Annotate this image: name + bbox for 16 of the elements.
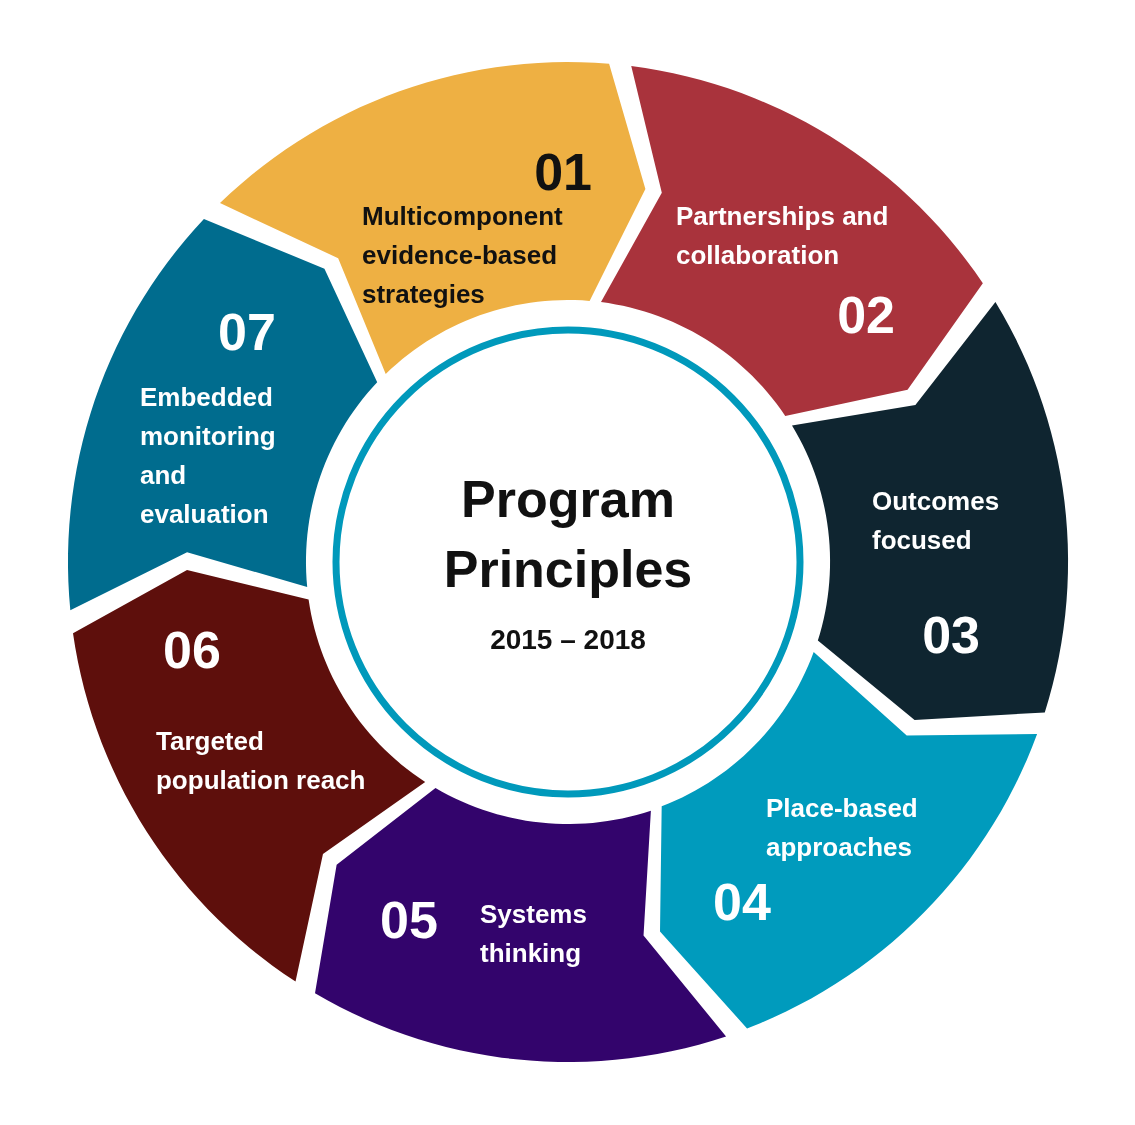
step-number: 05	[380, 890, 439, 950]
year-range: 2015 – 2018	[489, 623, 647, 657]
step-label: Multicomponent evidence-based strategies	[362, 200, 564, 311]
step-label: Targeted population reach	[156, 725, 367, 797]
step-number: 01	[533, 142, 592, 202]
step-number: 03	[921, 605, 980, 665]
step-label: Systems thinking	[480, 898, 588, 970]
center-title: Program Principles	[442, 469, 694, 600]
step-label: Partnerships and collaboration	[676, 200, 890, 272]
step-label: Embedded monitoring and evaluation	[140, 381, 277, 531]
step-number: 07	[218, 302, 277, 362]
step-number: 04	[713, 872, 772, 932]
step-label: Place-based approaches	[766, 792, 919, 864]
step-label: Outcomes focused	[872, 485, 1001, 557]
step-number: 06	[163, 620, 222, 680]
step-number: 02	[836, 285, 895, 345]
